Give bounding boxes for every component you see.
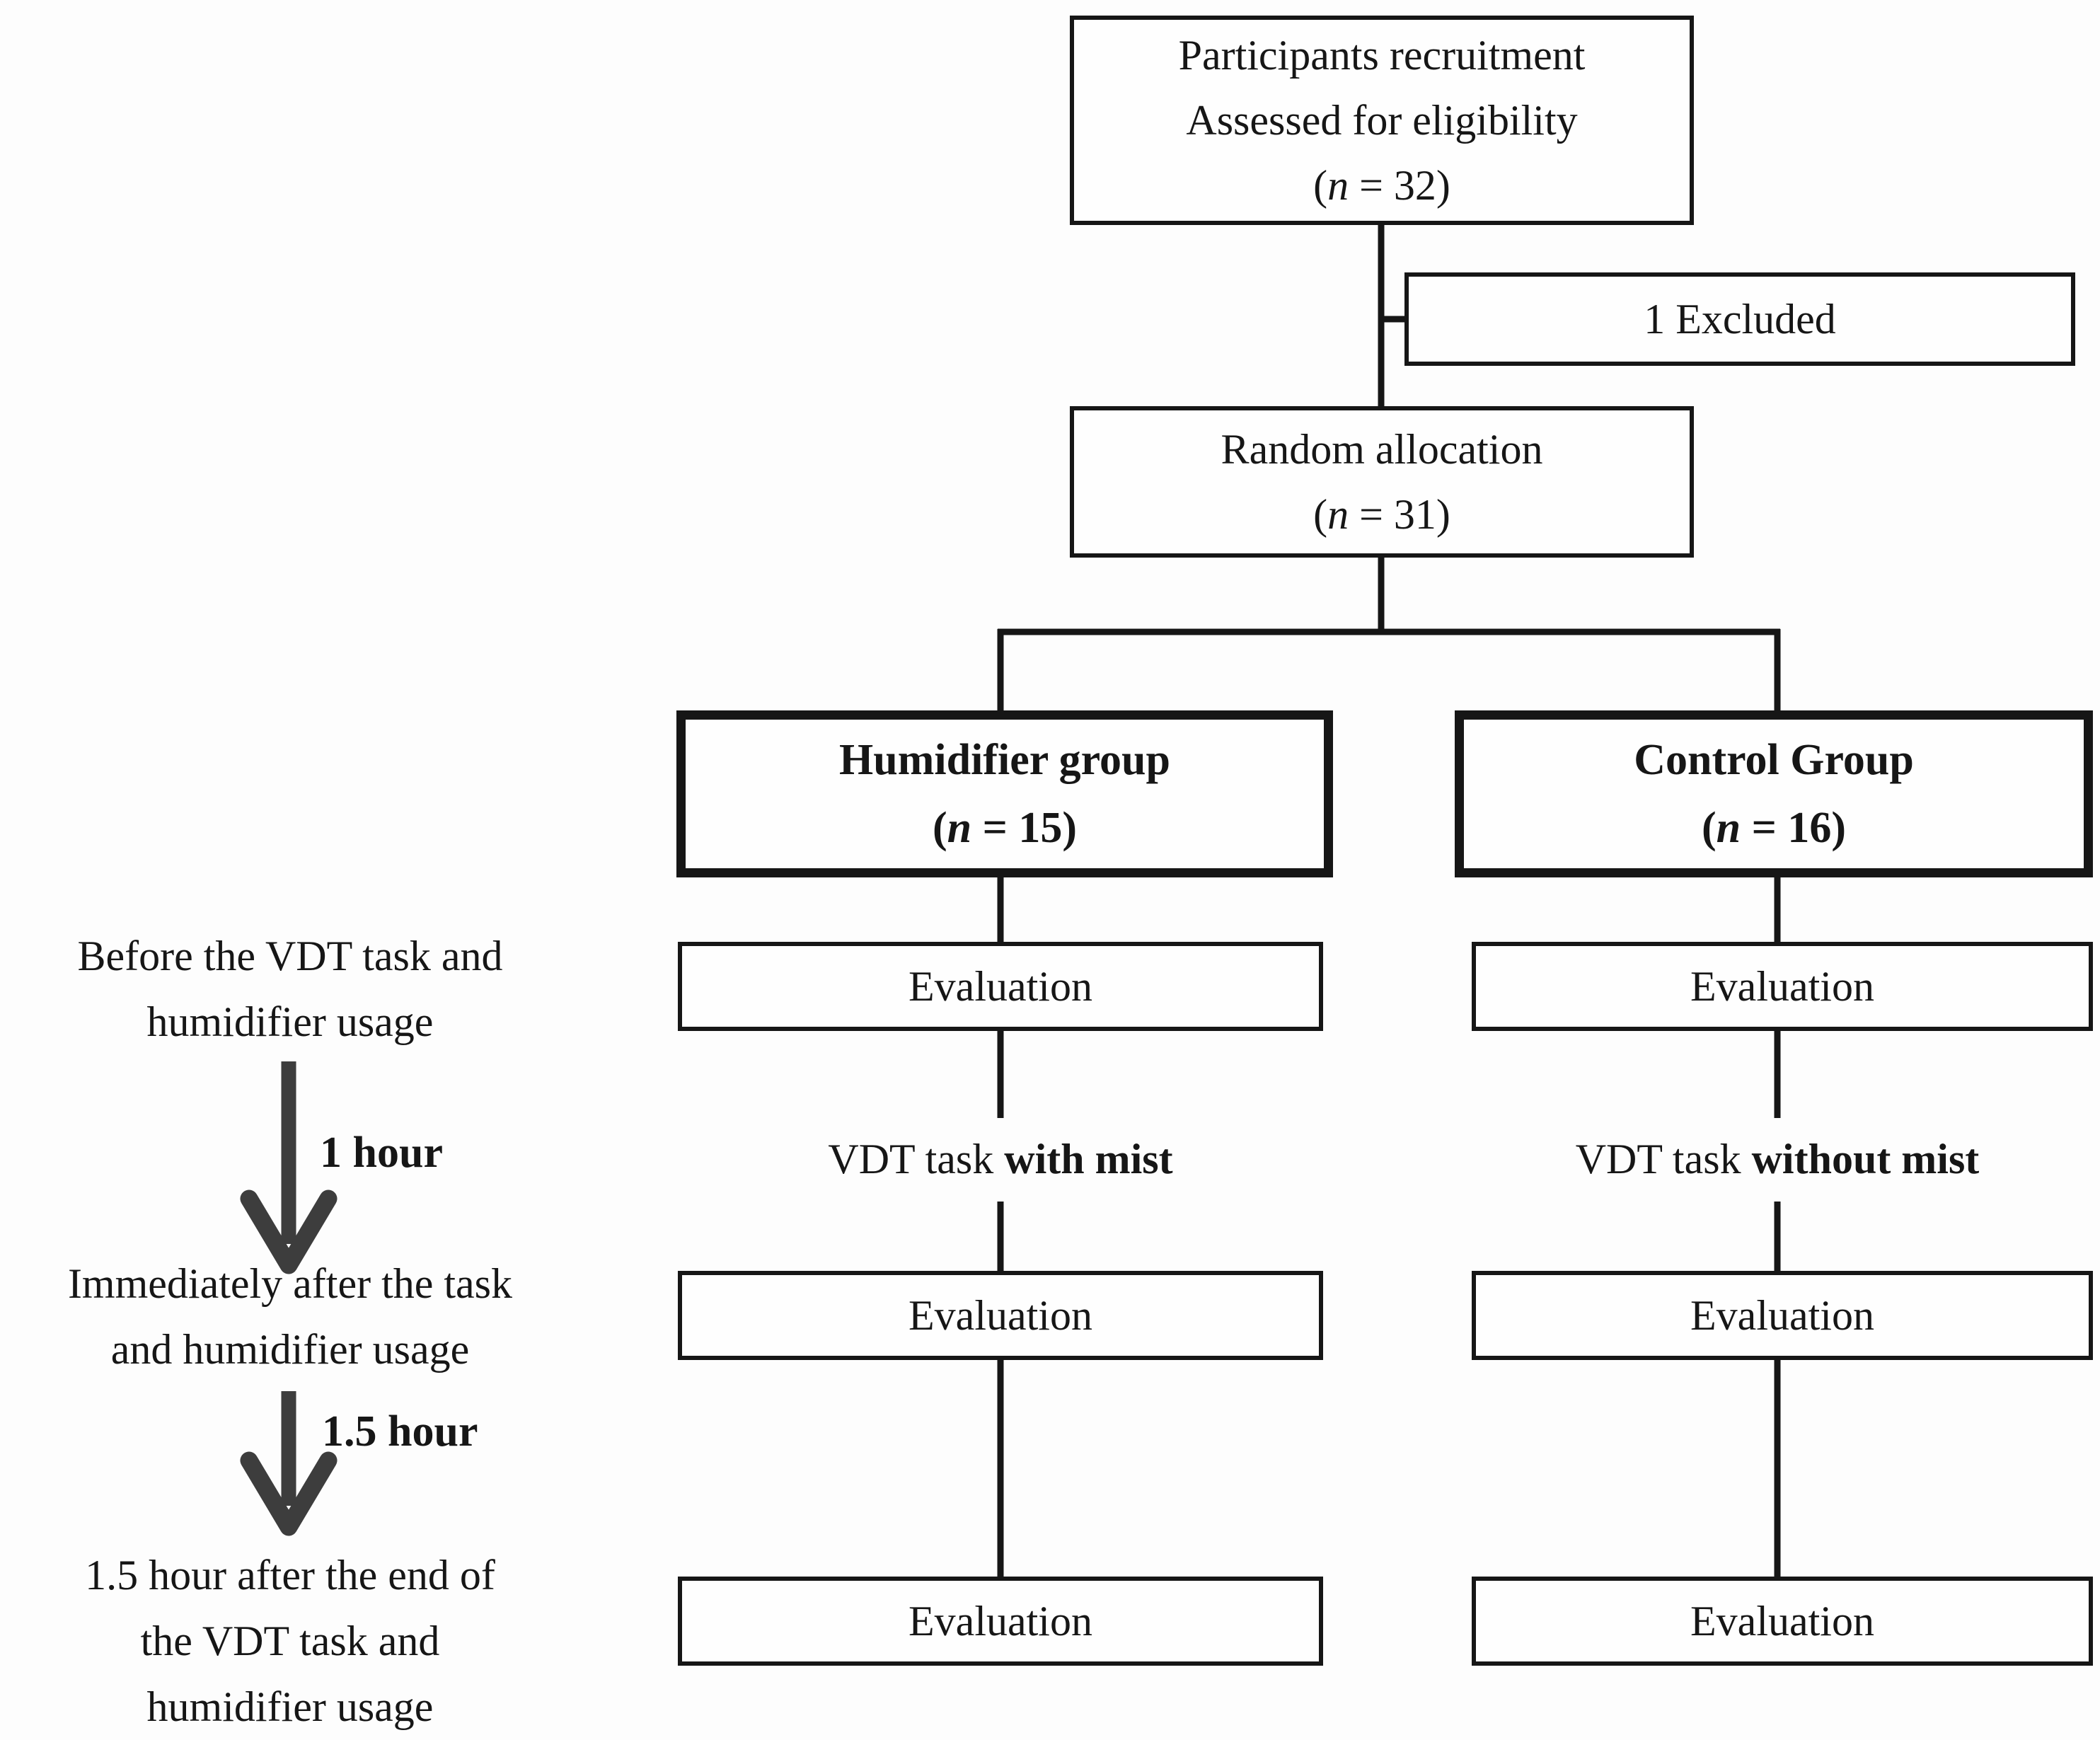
control-evaluation-box-1: Evaluation (1472, 942, 2093, 1031)
humidifier-group-box: Humidifier group (n = 15) (676, 710, 1333, 877)
recruitment-count-open: ( (1313, 162, 1328, 209)
timeline-interval-1-label: 1 hour (320, 1129, 443, 1177)
recruitment-box: Participants recruitment Assessed for el… (1070, 16, 1694, 225)
control-task-plain: VDT task (1575, 1136, 1752, 1182)
excluded-label: 1 Excluded (1644, 296, 1836, 342)
humidifier-evaluation-box-2: Evaluation (678, 1271, 1323, 1360)
timeline-stage-1-label: Before the VDT task and humidifier usage (0, 923, 580, 1055)
allocation-title: Random allocation (1221, 426, 1543, 473)
control-task-bold: without mist (1751, 1136, 1980, 1182)
control-count-var: n (1716, 804, 1741, 852)
control-evaluation-label-3: Evaluation (1690, 1598, 1874, 1644)
allocation-count-rest: = 31) (1349, 491, 1450, 538)
humidifier-count-rest: = 15) (971, 804, 1078, 852)
humidifier-task-plain: VDT task (828, 1136, 1005, 1182)
control-evaluation-label-2: Evaluation (1690, 1292, 1874, 1339)
allocation-count-open: ( (1313, 491, 1328, 538)
allocation-count: (n = 31) (1313, 482, 1450, 547)
control-evaluation-box-2: Evaluation (1472, 1271, 2093, 1360)
recruitment-count-rest: = 32) (1349, 162, 1450, 209)
control-task-label: VDT task without mist (1459, 1131, 2096, 1187)
timeline-stage-3-line2: the VDT task and (140, 1618, 440, 1664)
humidifier-evaluation-label-3: Evaluation (908, 1598, 1092, 1644)
humidifier-evaluation-label-1: Evaluation (908, 963, 1092, 1010)
humidifier-group-count: (n = 15) (933, 794, 1077, 862)
control-group-box: Control Group (n = 16) (1455, 710, 2093, 877)
humidifier-evaluation-box-3: Evaluation (678, 1577, 1323, 1666)
timeline-interval-2-label: 1.5 hour (322, 1407, 478, 1456)
recruitment-line1: Participants recruitment (1178, 32, 1586, 79)
allocation-box: Random allocation (n = 31) (1070, 406, 1694, 558)
control-group-count: (n = 16) (1702, 794, 1846, 862)
control-evaluation-label-1: Evaluation (1690, 963, 1874, 1010)
control-count-rest: = 16) (1741, 804, 1847, 852)
humidifier-task-label: VDT task with mist (682, 1131, 1319, 1187)
humidifier-evaluation-box-1: Evaluation (678, 942, 1323, 1031)
humidifier-count-open: ( (932, 804, 947, 852)
excluded-box: 1 Excluded (1404, 272, 2075, 366)
control-evaluation-box-3: Evaluation (1472, 1577, 2093, 1666)
timeline-stage-2-line2: and humidifier usage (110, 1326, 470, 1373)
recruitment-count-var: n (1327, 162, 1349, 209)
control-count-open: ( (1701, 804, 1717, 852)
timeline-stage-1-line1: Before the VDT task and (77, 933, 503, 979)
recruitment-line2: Assessed for eligibility (1186, 97, 1578, 144)
timeline-stage-3-label: 1.5 hour after the end of the VDT task a… (0, 1543, 580, 1740)
recruitment-count: (n = 32) (1313, 153, 1450, 218)
humidifier-evaluation-label-2: Evaluation (908, 1292, 1092, 1339)
timeline-arrow-1-icon (240, 1061, 338, 1274)
allocation-count-var: n (1327, 491, 1349, 538)
timeline-arrow-2-icon (240, 1391, 338, 1536)
humidifier-count-var: n (947, 804, 972, 852)
humidifier-task-bold: with mist (1004, 1136, 1173, 1182)
control-group-title: Control Group (1634, 736, 1914, 784)
humidifier-group-title: Humidifier group (839, 736, 1170, 784)
timeline-stage-1-line2: humidifier usage (146, 998, 434, 1045)
timeline-stage-2-label: Immediately after the task and humidifie… (0, 1251, 580, 1383)
timeline-stage-3-line1: 1.5 hour after the end of (85, 1552, 495, 1598)
timeline-stage-3-line3: humidifier usage (146, 1683, 434, 1730)
timeline-stage-2-line1: Immediately after the task (67, 1260, 513, 1307)
